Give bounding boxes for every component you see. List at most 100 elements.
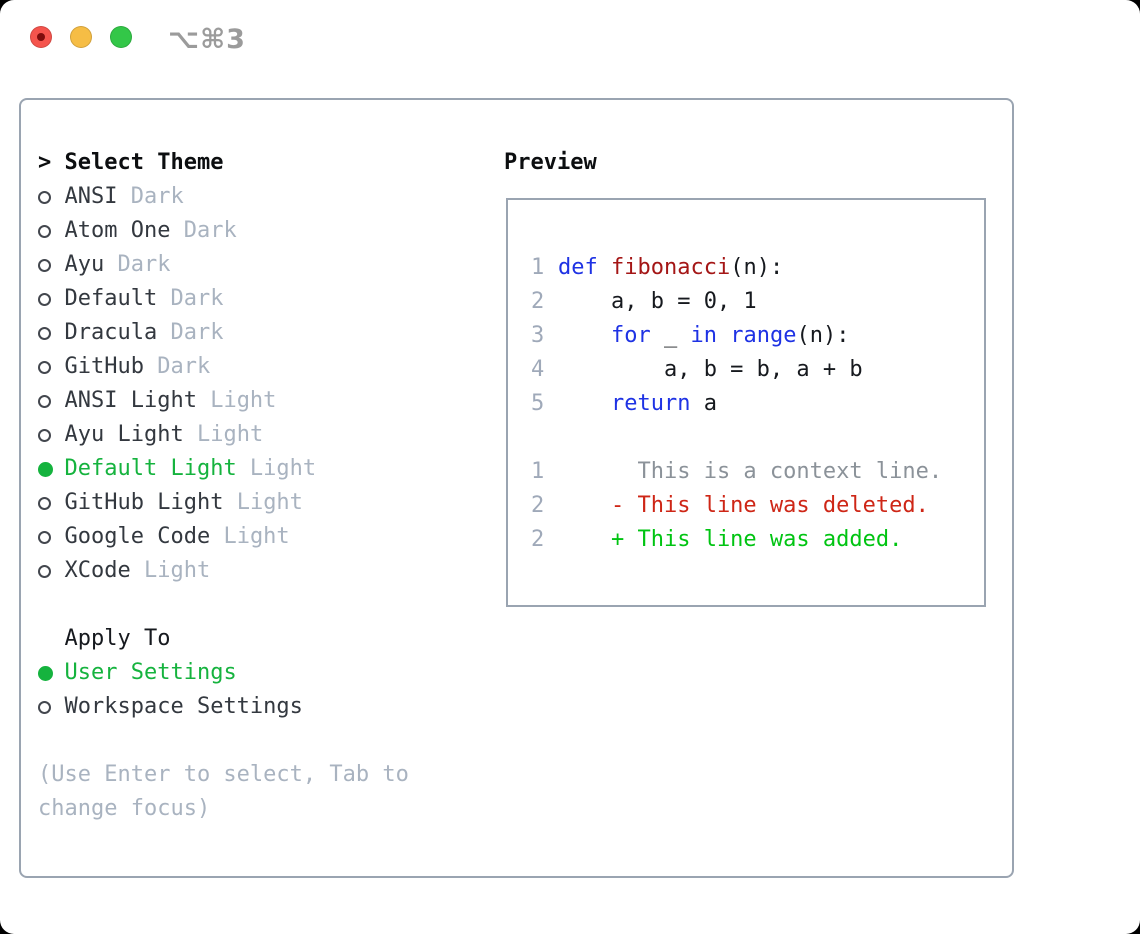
select-theme-title: Select Theme <box>64 150 224 175</box>
prefix <box>38 700 65 714</box>
theme-option[interactable]: ANSI Light Light <box>38 384 483 418</box>
code-line: 2 - This line was deleted. <box>531 489 984 523</box>
code-segment: a <box>690 391 717 416</box>
minimize-button[interactable] <box>70 26 92 48</box>
code-segment: in <box>690 323 717 348</box>
theme-option[interactable]: Ayu Dark <box>38 248 483 282</box>
label: Google Code Light <box>65 520 290 554</box>
option-name: ANSI <box>64 184 118 209</box>
label: Ayu Light Light <box>65 418 264 452</box>
line-number: 1 <box>531 255 545 280</box>
line-number: 2 <box>531 289 545 314</box>
spacer <box>38 724 483 758</box>
radio-selected-icon <box>38 461 53 477</box>
code-line: 4 a, b = b, a + b <box>531 353 984 387</box>
label: Workspace Settings <box>65 690 303 724</box>
line-number: 1 <box>531 459 545 484</box>
zoom-button[interactable] <box>110 26 132 48</box>
theme-variant: Light <box>223 490 303 515</box>
theme-option[interactable]: Dracula Dark <box>38 316 483 350</box>
option-name: Ayu Light <box>64 422 184 447</box>
code-segment <box>598 255 611 280</box>
preview-panel: Preview 1 def fibonacci(n): 2 a, b = 0, 1 3… <box>504 146 986 607</box>
apply-to-header: Apply To <box>38 622 483 656</box>
theme-variant: Dark <box>170 218 237 243</box>
code-segment: _ <box>650 323 691 348</box>
preview-title: Preview <box>504 150 597 175</box>
apply-option[interactable]: User Settings <box>38 656 483 690</box>
prefix <box>38 190 65 204</box>
label: Default Dark <box>65 282 224 316</box>
option-name: Workspace Settings <box>64 694 303 719</box>
prefix <box>38 360 65 374</box>
code-segment: range <box>730 323 797 348</box>
radio-icon <box>38 360 51 374</box>
prefix <box>38 530 65 544</box>
radio-icon <box>38 496 51 510</box>
theme-option[interactable]: ANSI Dark <box>38 180 483 214</box>
code-line: 5 return a <box>531 387 984 421</box>
cursor-prefix-icon: > <box>38 150 52 175</box>
code-segment <box>558 323 611 348</box>
code-segment: (n): <box>730 255 784 280</box>
theme-variant: Dark <box>117 184 184 209</box>
code-segment: def <box>558 255 598 280</box>
option-name: Default Light <box>64 456 237 481</box>
label: XCode Light <box>65 554 211 588</box>
theme-variant: Dark <box>157 286 224 311</box>
label: Dracula Dark <box>65 316 224 350</box>
theme-option[interactable]: Default Dark <box>38 282 483 316</box>
line-number: 3 <box>531 323 545 348</box>
label: Atom One Dark <box>65 214 237 248</box>
radio-icon <box>38 292 51 306</box>
prefix <box>38 564 65 578</box>
theme-variant: Dark <box>104 252 171 277</box>
prefix <box>38 326 65 340</box>
radio-icon <box>38 326 51 340</box>
radio-icon <box>38 700 51 714</box>
theme-variant: Light <box>210 524 290 549</box>
theme-option[interactable]: Ayu Light Light <box>38 418 483 452</box>
prefix <box>38 394 65 408</box>
spacer <box>38 588 483 622</box>
window-title: ⌥⌘3 <box>168 24 246 55</box>
theme-option[interactable]: XCode Light <box>38 554 483 588</box>
code-segment: return <box>610 391 691 416</box>
close-button[interactable] <box>30 26 52 48</box>
theme-option[interactable]: Atom One Dark <box>38 214 483 248</box>
option-name: User Settings <box>64 660 237 685</box>
theme-variant: Light <box>196 388 277 413</box>
option-name: GitHub Light <box>64 490 224 515</box>
code-segment <box>558 391 611 416</box>
radio-icon <box>38 190 51 204</box>
label: User Settings <box>65 656 237 690</box>
theme-option[interactable]: GitHub Light Light <box>38 486 483 520</box>
prefix <box>38 461 65 477</box>
code-segment: a, b = b, a + b <box>558 357 863 382</box>
line-number: 2 <box>531 493 545 518</box>
option-name: Dracula <box>64 320 158 345</box>
label: GitHub Light Light <box>65 486 303 520</box>
prefix <box>38 292 65 306</box>
code-segment: - This line was deleted. <box>558 493 929 518</box>
label: ANSI Dark <box>65 180 184 214</box>
apply-to-title: Apply To <box>64 626 171 651</box>
apply-option[interactable]: Workspace Settings <box>38 690 483 724</box>
theme-variant: Light <box>130 558 211 583</box>
theme-variant: Light <box>236 456 317 481</box>
code-segment: fibonacci <box>611 255 731 280</box>
label: ANSI Light Light <box>65 384 277 418</box>
theme-option[interactable]: GitHub Dark <box>38 350 483 384</box>
prefix <box>38 258 65 272</box>
theme-option[interactable]: Default Light Light <box>38 452 483 486</box>
prefix <box>38 224 65 238</box>
theme-option[interactable]: Google Code Light <box>38 520 483 554</box>
radio-selected-icon <box>38 665 53 681</box>
option-name: ANSI Light <box>64 388 197 413</box>
theme-variant: Light <box>183 422 264 447</box>
code-line: 2 a, b = 0, 1 <box>531 285 984 319</box>
